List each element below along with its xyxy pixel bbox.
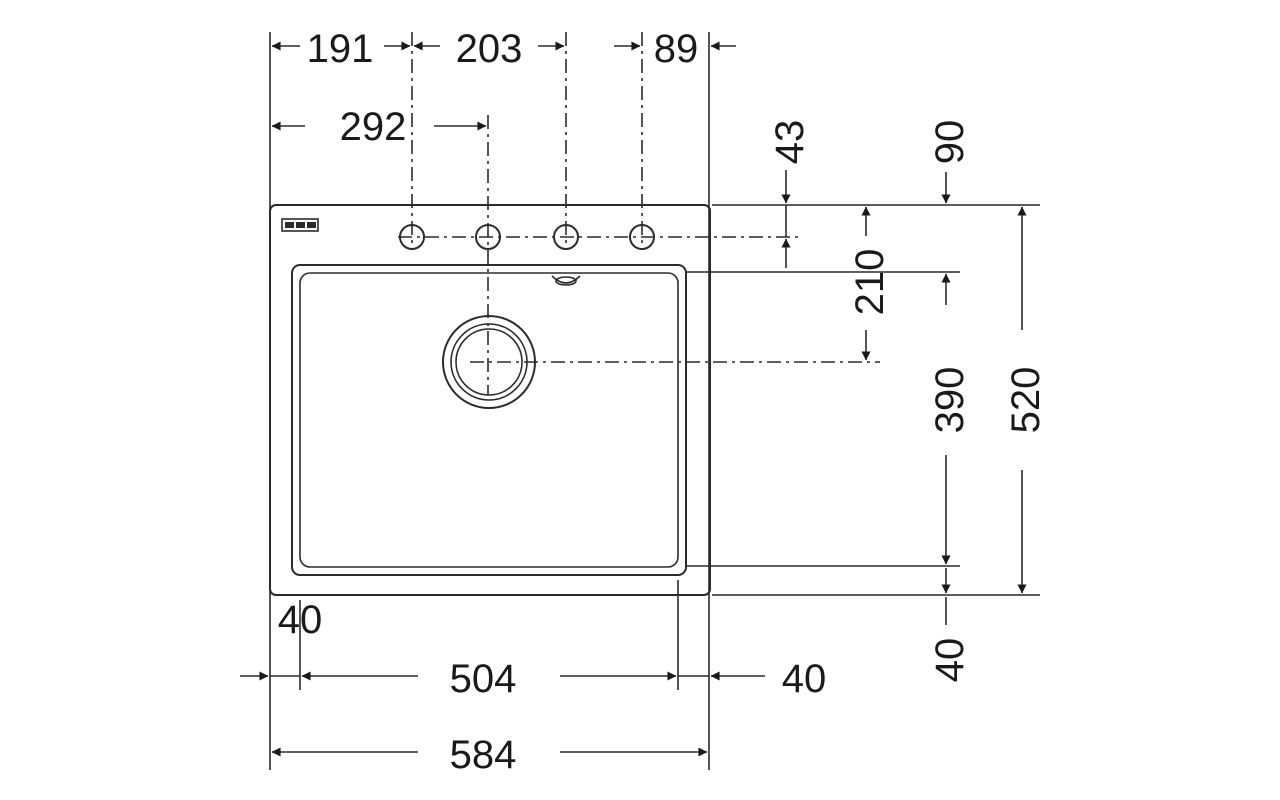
dim-bottom-40: 40 [782, 657, 827, 701]
dim-520: 520 [1004, 367, 1048, 434]
brand-logo-badge [281, 218, 319, 232]
dim-584: 584 [450, 733, 517, 777]
dim-203: 203 [456, 27, 523, 71]
dim-89: 89 [654, 27, 699, 71]
dim-504: 504 [450, 657, 517, 701]
center-lines [398, 32, 880, 395]
dimension-labels: 191 203 89 292 43 90 210 390 520 40 40 5… [278, 27, 1048, 777]
dim-390: 390 [928, 367, 972, 434]
dimension-lines [240, 41, 1027, 757]
dim-90: 90 [928, 120, 972, 165]
dim-210: 210 [848, 249, 892, 316]
dim-292: 292 [340, 105, 407, 149]
dim-left-40: 40 [278, 598, 323, 642]
dim-right-40: 40 [928, 638, 972, 683]
dim-43: 43 [768, 120, 812, 165]
dim-191: 191 [307, 27, 374, 71]
extension-lines [269, 32, 1040, 770]
sink-outline [269, 204, 711, 596]
